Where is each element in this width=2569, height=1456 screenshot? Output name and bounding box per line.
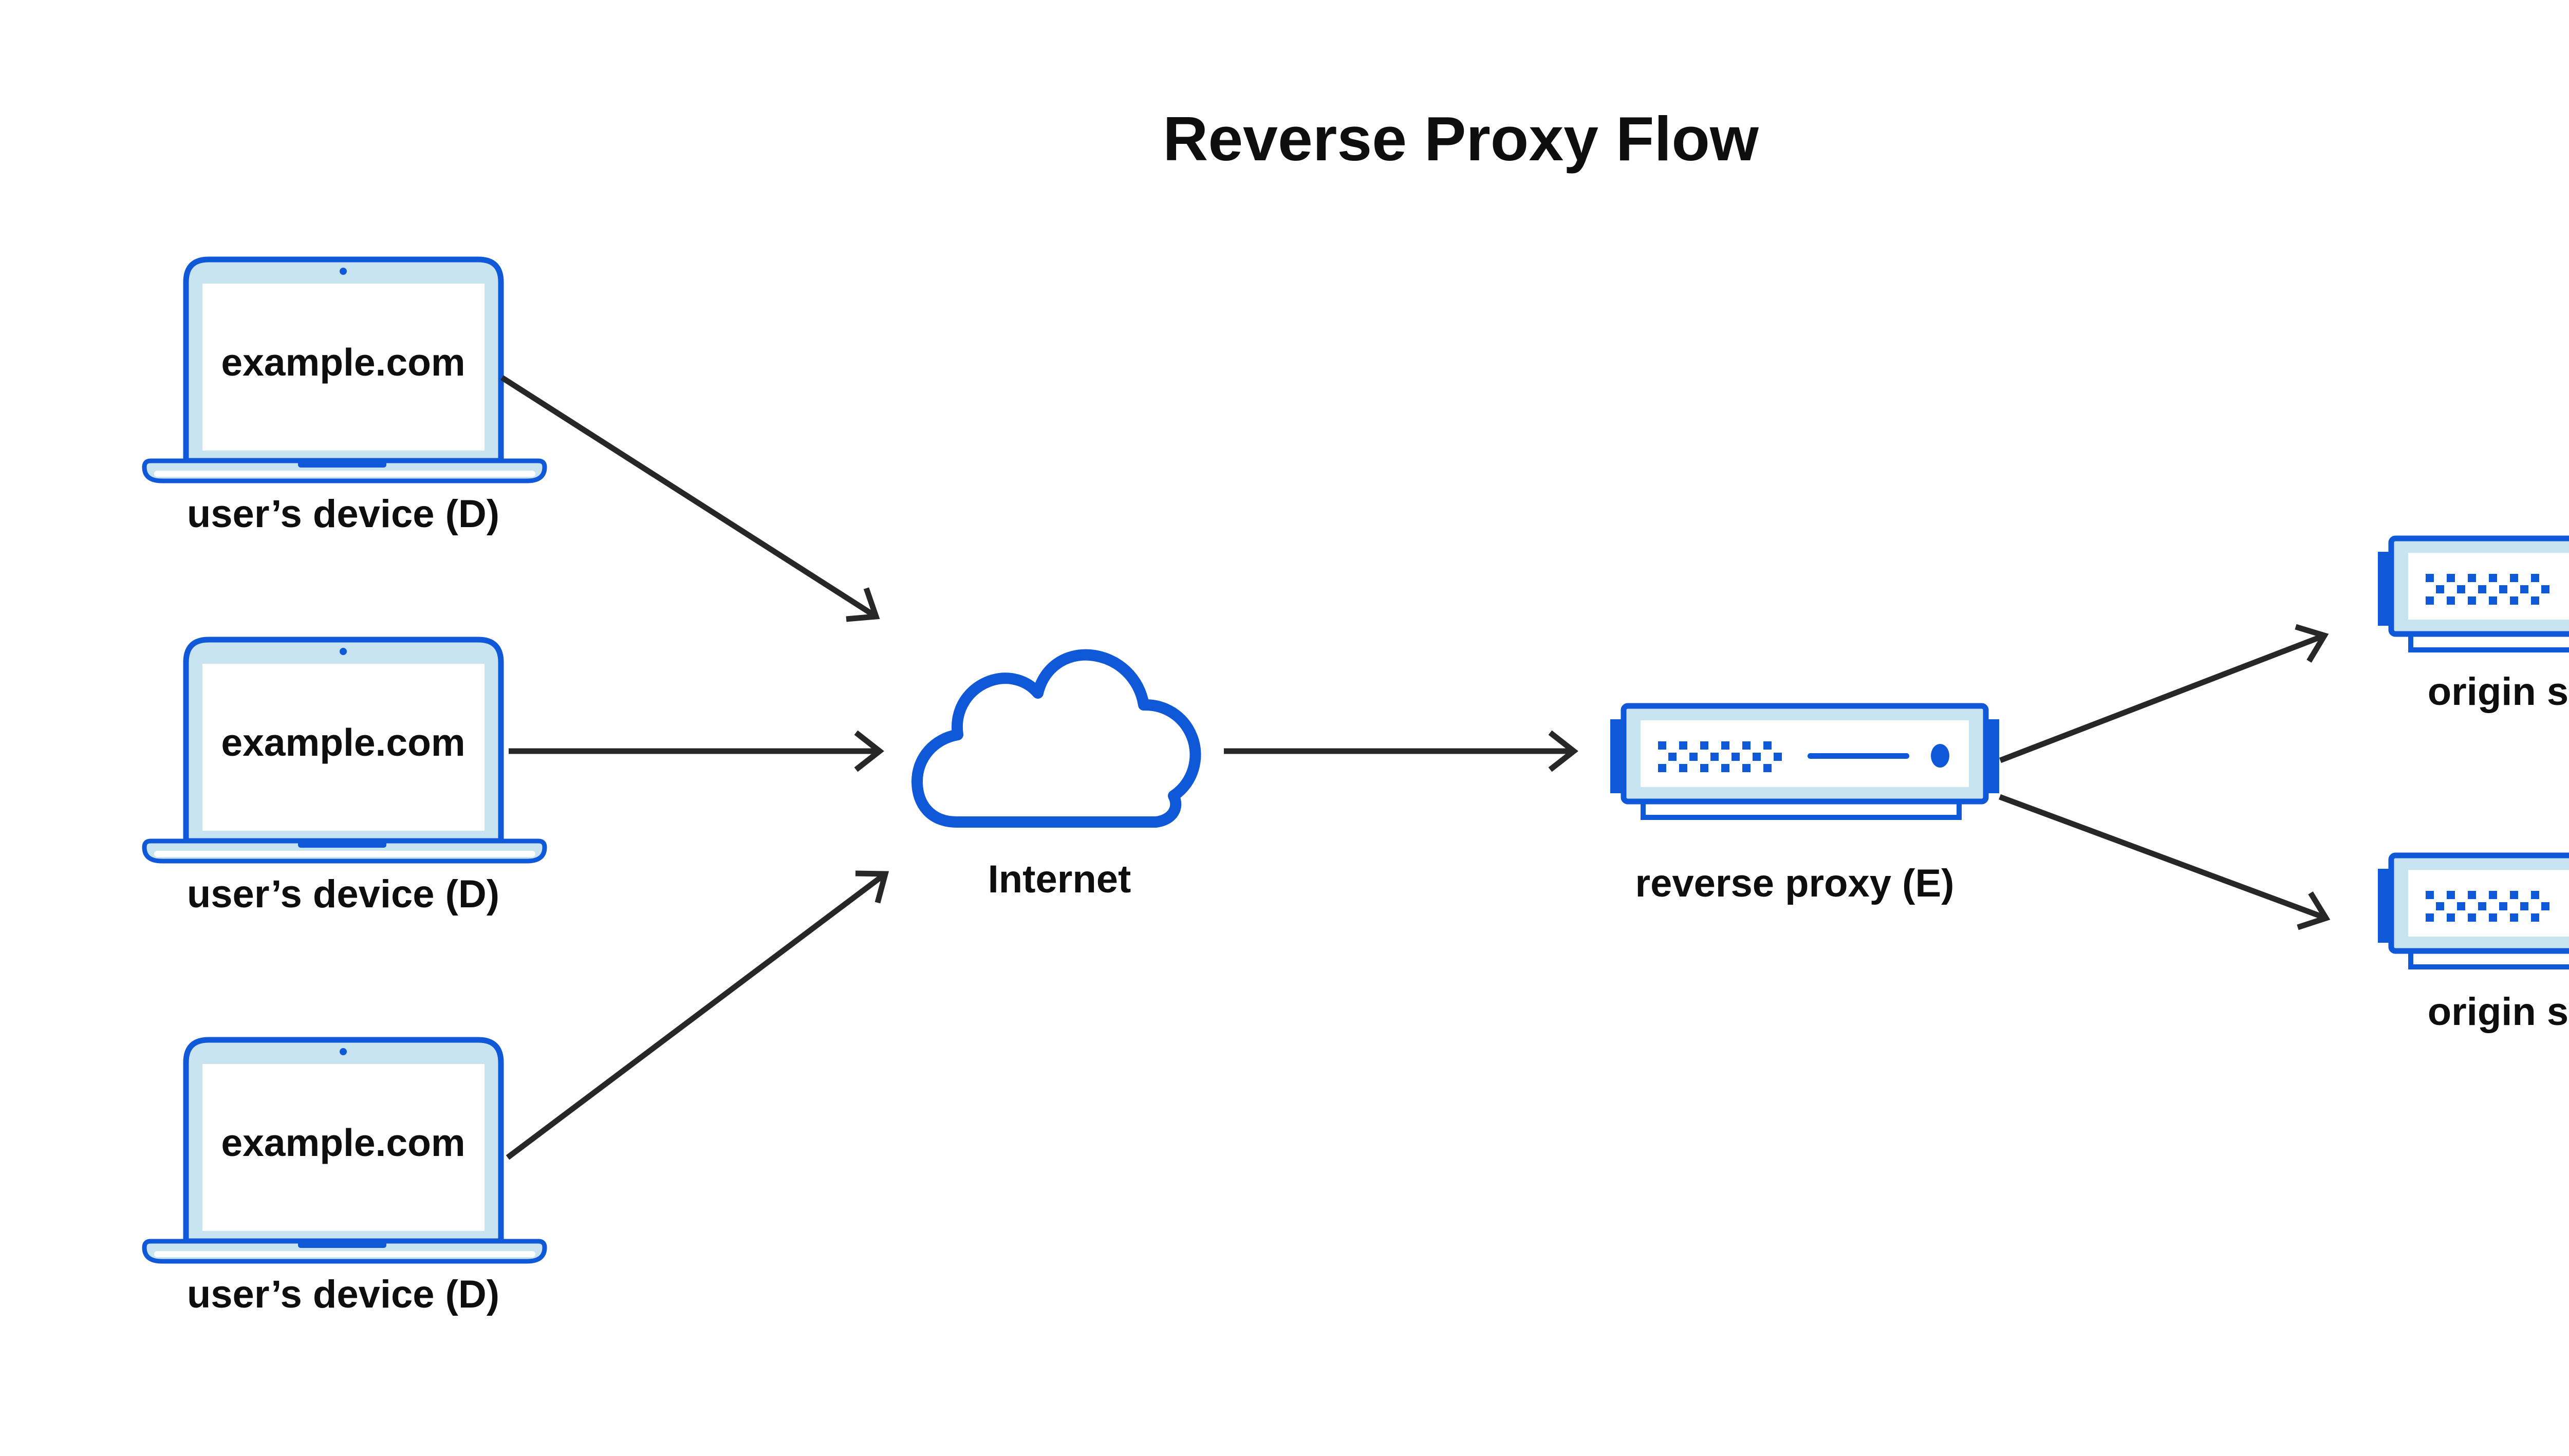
laptop-icon [142, 1037, 547, 1264]
arrow-line [500, 375, 878, 619]
origin-server-label: origin server (F) [2428, 670, 2569, 714]
laptop-screen [202, 1064, 485, 1231]
arrowhead-icon [846, 587, 880, 622]
camera-dot-icon [340, 1048, 347, 1055]
arrow-device1-to-internet [500, 375, 880, 622]
camera-dot-icon [340, 648, 347, 655]
laptop-base-lip [154, 851, 535, 857]
reverse-proxy-node: reverse proxy (E) [1610, 703, 1999, 905]
laptop-screen [202, 284, 485, 451]
server-icon [2378, 852, 2569, 969]
laptop-base-lip [154, 1251, 535, 1257]
laptop-base-lip [154, 471, 535, 477]
laptop-screen [202, 664, 485, 831]
arrowhead-icon [855, 870, 889, 904]
user-device-2: example.com user’s device (D) [142, 637, 547, 916]
arrow-line [506, 871, 887, 1160]
arrow-line [1999, 794, 2327, 921]
arrow-device2-to-internet [509, 730, 884, 772]
laptop-icon [142, 256, 547, 483]
arrow-internet-to-proxy [1224, 730, 1578, 772]
server-icon [2378, 535, 2569, 652]
laptop-hinge [298, 461, 386, 468]
origin-server-label: origin server (F) [2428, 990, 2569, 1034]
internet-node: Internet [911, 649, 1201, 901]
device-screen-label: example.com [221, 341, 465, 384]
server-indicator-light [1931, 744, 1949, 768]
camera-dot-icon [340, 268, 347, 275]
arrowhead-icon [854, 730, 884, 772]
device-caption: user’s device (D) [187, 872, 499, 916]
laptop-hinge [298, 1241, 386, 1248]
arrow-line [1999, 632, 2325, 763]
laptop-hinge [298, 841, 386, 848]
laptop-icon [142, 637, 547, 864]
server-vents [2426, 891, 2549, 922]
server-vents [1658, 741, 1782, 772]
device-screen-label: example.com [221, 721, 465, 764]
user-device-1: example.com user’s device (D) [142, 256, 547, 536]
server-vents [2426, 574, 2549, 605]
arrowhead-icon [2297, 891, 2331, 930]
cloud-icon [911, 649, 1201, 828]
origin-server-2: origin server (F) [2378, 852, 2569, 1034]
device-caption: user’s device (D) [187, 492, 499, 536]
internet-label: Internet [988, 857, 1131, 901]
server-icon [1610, 703, 1999, 820]
origin-server-1: origin server (F) [2378, 535, 2569, 714]
arrowhead-icon [1548, 730, 1578, 772]
arrow-device3-to-internet [506, 870, 889, 1160]
user-device-3: example.com user’s device (D) [142, 1037, 547, 1316]
arrow-proxy-to-origin1 [1999, 624, 2329, 763]
arrow-proxy-to-origin2 [1999, 794, 2331, 930]
device-screen-label: example.com [221, 1121, 465, 1164]
server-slot-line [1808, 753, 1909, 759]
reverse-proxy-label: reverse proxy (E) [1635, 862, 1954, 905]
device-caption: user’s device (D) [187, 1273, 499, 1316]
arrowhead-icon [2295, 624, 2329, 663]
page-title: Reverse Proxy Flow [1163, 104, 1759, 174]
